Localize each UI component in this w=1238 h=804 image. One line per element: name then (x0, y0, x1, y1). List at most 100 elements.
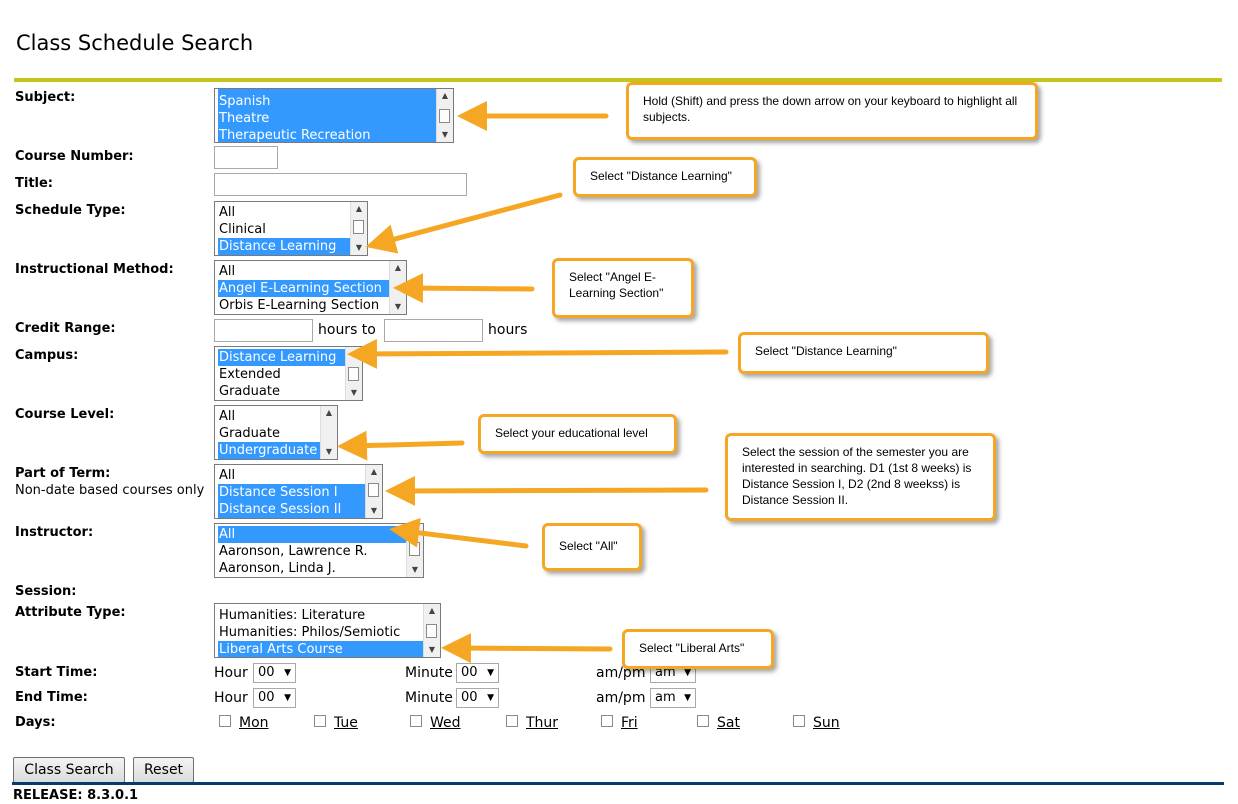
end-minute-value: 00 (461, 690, 478, 705)
list-option[interactable]: Humanities: Literature (219, 608, 366, 623)
arrow-attribute-type (441, 633, 613, 664)
schedule-type-listbox[interactable]: All Clinical Distance Learning ▲▼ (214, 201, 368, 256)
scroll-down-icon[interactable]: ▼ (411, 565, 419, 574)
end-minute-select[interactable]: 00▼ (456, 688, 499, 708)
start-minute-label: Minute (405, 665, 453, 681)
scroll-down-icon[interactable]: ▼ (325, 447, 333, 456)
scroll-up-icon[interactable]: ▲ (370, 467, 378, 476)
scroll-up-icon[interactable]: ▲ (428, 606, 436, 615)
day-label-tue[interactable]: Tue (334, 715, 358, 731)
instructor-label: Instructor: (15, 525, 94, 540)
list-option[interactable]: Clinical (219, 222, 266, 237)
attribute-type-listbox[interactable]: Humanities: Literature Humanities: Philo… (214, 603, 441, 658)
arrow-schedule-type (365, 192, 563, 254)
scrollbar[interactable]: ▲▼ (365, 465, 382, 518)
scroll-down-icon[interactable]: ▼ (441, 130, 449, 139)
day-label-sun[interactable]: Sun (813, 715, 840, 731)
end-ampm-select[interactable]: am ▼ (650, 688, 696, 708)
footer-rule (12, 782, 1224, 785)
scroll-thumb[interactable] (439, 109, 450, 123)
day-checkbox-mon[interactable] (219, 715, 231, 727)
list-option[interactable] (218, 89, 438, 94)
credit-range-from-input[interactable] (214, 319, 313, 342)
list-option[interactable]: All (218, 526, 407, 543)
end-hour-select[interactable]: 00▼ (253, 688, 296, 708)
list-option[interactable]: Humanities: Philos/Semiotic (219, 625, 401, 640)
scroll-up-icon[interactable]: ▲ (441, 91, 449, 100)
list-option[interactable]: Distance Learning (218, 349, 346, 366)
day-label-thur[interactable]: Thur (526, 715, 559, 731)
scroll-thumb[interactable] (426, 624, 437, 638)
scroll-down-icon[interactable]: ▼ (428, 645, 436, 654)
scroll-up-icon[interactable]: ▲ (394, 263, 402, 272)
scroll-down-icon[interactable]: ▼ (350, 388, 358, 397)
day-label-sat[interactable]: Sat (717, 715, 740, 731)
reset-button[interactable]: Reset (133, 757, 194, 783)
part-of-term-sublabel: Non-date based courses only (15, 483, 205, 498)
list-option[interactable]: Extended (219, 367, 281, 382)
part-of-term-listbox[interactable]: All Distance Session I Distance Session … (214, 464, 383, 519)
scroll-down-icon[interactable]: ▼ (394, 302, 402, 311)
chevron-down-icon: ▼ (284, 693, 291, 703)
callout-attribute-type: Select "Liberal Arts" (622, 629, 774, 669)
scroll-up-icon[interactable]: ▲ (325, 408, 333, 417)
day-label-fri[interactable]: Fri (621, 715, 638, 731)
course-number-input[interactable] (214, 146, 278, 169)
list-option[interactable]: Distance Learning (218, 238, 351, 255)
day-checkbox-tue[interactable] (314, 715, 326, 727)
end-hour-label: Hour (214, 690, 248, 706)
day-checkbox-thur[interactable] (506, 715, 518, 727)
scroll-thumb[interactable] (353, 220, 364, 234)
header-rule (14, 78, 1222, 82)
credit-range-label: Credit Range: (15, 321, 116, 336)
list-option[interactable]: All (219, 205, 236, 220)
list-option[interactable]: Liberal Arts Course (218, 641, 424, 657)
list-option[interactable]: Aaronson, Lawrence R. (219, 544, 368, 559)
list-option[interactable]: All (219, 409, 236, 424)
end-ampm-value: am (655, 690, 676, 705)
subject-listbox[interactable]: Spanish Theatre Therapeutic Recreation ▲… (214, 88, 454, 143)
list-option[interactable]: Graduate (219, 384, 280, 399)
course-level-listbox[interactable]: All Graduate Undergraduate ▲▼ (214, 405, 338, 460)
scroll-up-icon[interactable]: ▲ (355, 204, 363, 213)
list-option[interactable]: Orbis E-Learning Section (219, 298, 380, 313)
list-option[interactable]: Aaronson, Linda J. (219, 561, 336, 576)
list-option[interactable]: Graduate (219, 426, 280, 441)
scrollbar[interactable]: ▲▼ (320, 406, 337, 459)
instructional-method-listbox[interactable]: All Angel E-Learning Section Orbis E-Lea… (214, 260, 407, 315)
day-checkbox-fri[interactable] (601, 715, 613, 727)
start-hour-select[interactable]: 00▼ (253, 663, 296, 683)
title-input[interactable] (214, 173, 467, 196)
day-checkbox-wed[interactable] (410, 715, 422, 727)
session-label: Session: (15, 584, 77, 599)
start-minute-select[interactable]: 00▼ (456, 663, 499, 683)
chevron-down-icon: ▼ (684, 693, 691, 703)
list-option[interactable]: Angel E-Learning Section (218, 280, 389, 297)
day-checkbox-sat[interactable] (697, 715, 709, 727)
credit-range-to-input[interactable] (384, 319, 483, 342)
scroll-down-icon[interactable]: ▼ (355, 243, 363, 252)
scrollbar[interactable]: ▲▼ (350, 202, 367, 255)
end-minute-label: Minute (405, 690, 453, 706)
start-time-label: Start Time: (15, 665, 98, 680)
list-option[interactable]: Spanish (218, 93, 438, 110)
list-option[interactable]: Undergraduate (218, 442, 321, 459)
list-option[interactable]: Therapeutic Recreation (218, 127, 438, 142)
scrollbar[interactable]: ▲▼ (423, 604, 440, 657)
list-option[interactable]: All (219, 264, 236, 279)
end-time-label: End Time: (15, 690, 88, 705)
campus-listbox[interactable]: Distance Learning Extended Graduate ▼ (214, 346, 363, 401)
scroll-down-icon[interactable]: ▼ (370, 506, 378, 515)
day-checkbox-sun[interactable] (793, 715, 805, 727)
list-option[interactable]: Distance Session I (218, 484, 366, 501)
day-label-mon[interactable]: Mon (239, 715, 269, 731)
list-option[interactable]: All (219, 468, 236, 483)
callout-schedule-type: Select "Distance Learning" (573, 157, 757, 197)
chevron-down-icon: ▼ (284, 668, 291, 678)
list-option[interactable]: Distance Session II (218, 501, 366, 518)
scroll-thumb[interactable] (368, 483, 379, 497)
day-label-wed[interactable]: Wed (430, 715, 461, 731)
list-option[interactable]: Theatre (218, 110, 438, 127)
scrollbar[interactable]: ▲▼ (436, 89, 453, 142)
